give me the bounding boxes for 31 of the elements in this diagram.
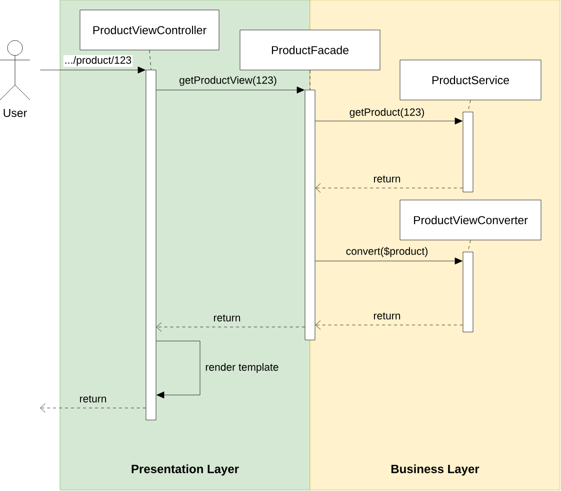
edge-label: return xyxy=(212,314,242,322)
return-arrow xyxy=(156,322,305,332)
activation-bar xyxy=(462,252,474,332)
edge-label: getProduct(123) xyxy=(348,107,426,119)
edge-label: return xyxy=(372,174,402,184)
return-arrow xyxy=(40,403,146,413)
message-arrow xyxy=(315,258,462,264)
lifeline xyxy=(468,240,471,252)
activation-bar xyxy=(462,112,474,192)
lifeline xyxy=(468,100,471,112)
lifeline-box: ProductViewController xyxy=(80,10,220,50)
message-arrow xyxy=(156,86,304,94)
edge-label: getProductView(123) xyxy=(178,75,278,87)
message-arrow xyxy=(156,340,200,398)
edge-label: return xyxy=(78,394,108,404)
activation-bar xyxy=(146,70,156,420)
lifeline-box: ProductFacade xyxy=(240,30,380,70)
message-arrow xyxy=(315,118,462,124)
lifeline-box: ProductViewConverter xyxy=(400,200,542,240)
edge-label: .../product/123 xyxy=(63,55,133,67)
activation-bar xyxy=(304,90,316,340)
message-arrow xyxy=(40,66,146,74)
edge-label: convert($product) xyxy=(344,246,430,258)
return-arrow xyxy=(315,183,463,193)
lifeline xyxy=(149,50,152,70)
actor-figure: User xyxy=(0,40,30,117)
edge-label: return xyxy=(372,312,402,320)
lifeline-box: ProductService xyxy=(400,60,542,100)
return-arrow xyxy=(315,320,463,330)
edge-label: render template xyxy=(204,362,280,374)
node-label: User xyxy=(4,108,27,118)
